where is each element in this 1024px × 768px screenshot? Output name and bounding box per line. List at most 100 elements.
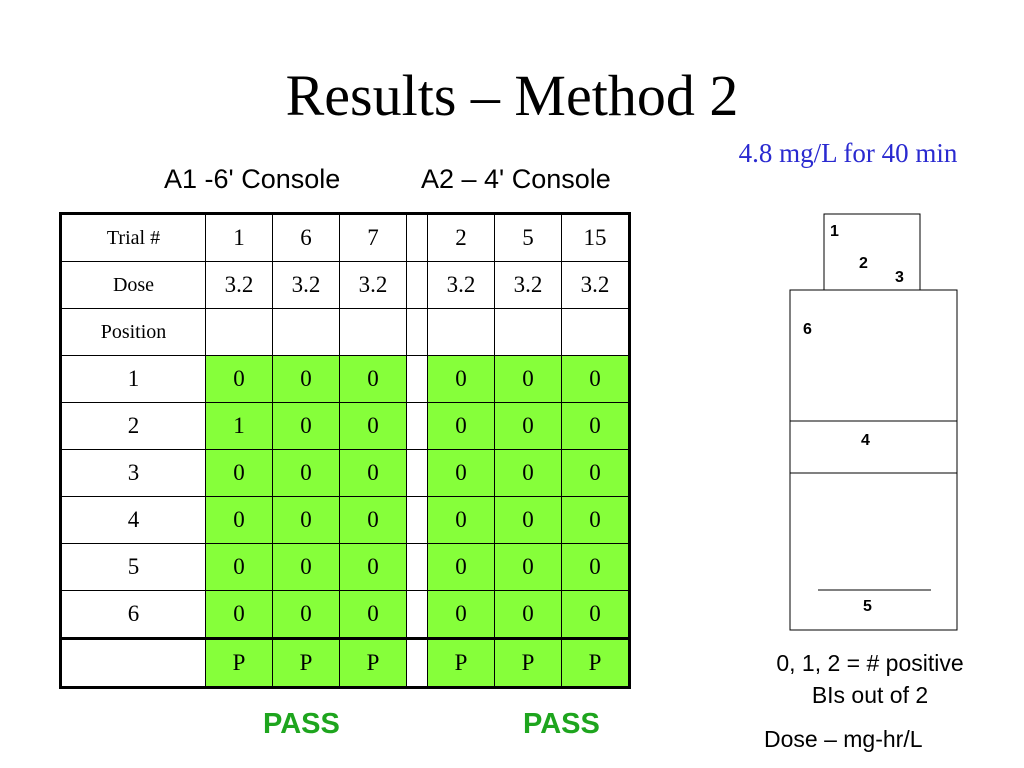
table-cell: 3.2 (272, 261, 340, 309)
table-cell (272, 308, 340, 356)
row-label: 4 (60, 496, 206, 544)
group-separator (406, 402, 428, 450)
table-cell: 5 (494, 213, 562, 262)
table-row-result: P P P P P P (60, 637, 630, 688)
table-cell: 0 (205, 496, 273, 544)
table-cell: 0 (339, 449, 407, 497)
table-cell: 0 (561, 496, 630, 544)
table-cell: 0 (427, 496, 495, 544)
position-label-6: 6 (803, 321, 812, 338)
table-cell (427, 308, 495, 356)
table-cell: 7 (339, 213, 407, 262)
row-label: Trial # (60, 213, 206, 262)
pass-label-a1: PASS (263, 708, 340, 740)
legend-line-1: 0, 1, 2 = # positive (776, 650, 964, 676)
table-cell: 0 (427, 402, 495, 450)
row-label: 6 (60, 590, 206, 639)
table-cell: 0 (494, 543, 562, 591)
position-label-4: 4 (861, 432, 870, 449)
table-cell: 0 (205, 355, 273, 403)
table-cell (561, 308, 630, 356)
table-cell: 0 (272, 355, 340, 403)
table-row-position-4: 4 0 0 0 0 0 0 (60, 496, 630, 544)
table-cell: 0 (339, 355, 407, 403)
table-cell: 0 (339, 496, 407, 544)
table-cell: P (272, 637, 340, 688)
dose-note: 4.8 mg/L for 40 min (738, 138, 958, 168)
table-cell: 3.2 (561, 261, 630, 309)
row-label: Position (60, 308, 206, 356)
table-cell: P (494, 637, 562, 688)
table-cell (339, 308, 407, 356)
table-row-position-5: 5 0 0 0 0 0 0 (60, 543, 630, 591)
table-cell: 0 (272, 402, 340, 450)
table-cell: 0 (494, 496, 562, 544)
table-cell: P (205, 637, 273, 688)
table-cell: 2 (427, 213, 495, 262)
table-cell: 0 (339, 402, 407, 450)
table-cell: 0 (272, 496, 340, 544)
table-cell: 0 (272, 449, 340, 497)
table-cell: 3.2 (339, 261, 407, 309)
group-a1-heading: A1 -6' Console (164, 164, 341, 194)
position-label-3: 3 (895, 269, 904, 286)
group-separator (406, 308, 428, 356)
table-row-position-3: 3 0 0 0 0 0 0 (60, 449, 630, 497)
table-cell: 0 (205, 590, 273, 639)
group-separator (406, 261, 428, 309)
table-cell: 0 (339, 543, 407, 591)
slide-title: Results – Method 2 (285, 63, 739, 128)
pass-label-a2: PASS (523, 708, 600, 740)
table-cell: 1 (205, 402, 273, 450)
table-cell: 6 (272, 213, 340, 262)
table-cell: 0 (427, 449, 495, 497)
table-cell: 0 (494, 590, 562, 639)
table-cell: 1 (205, 213, 273, 262)
table-row-position-2: 2 1 0 0 0 0 0 (60, 402, 630, 450)
group-separator (406, 355, 428, 403)
table-cell: 0 (561, 355, 630, 403)
table-cell: 0 (561, 449, 630, 497)
group-separator (406, 496, 428, 544)
table-cell: 0 (272, 543, 340, 591)
row-label: 1 (60, 355, 206, 403)
position-label-5: 5 (863, 598, 872, 615)
table-cell: 0 (494, 449, 562, 497)
row-label: 2 (60, 402, 206, 450)
table-cell: 0 (494, 402, 562, 450)
table-cell (494, 308, 562, 356)
table-cell: P (427, 637, 495, 688)
table-cell (205, 308, 273, 356)
table-row-dose: Dose 3.2 3.2 3.2 3.2 3.2 3.2 (60, 261, 630, 309)
console-position-diagram: 1 2 3 6 4 5 (789, 213, 958, 631)
dose-unit-note: Dose – mg-hr/L (764, 726, 923, 752)
table-cell: P (561, 637, 630, 688)
table-cell: 0 (339, 590, 407, 639)
row-label: 3 (60, 449, 206, 497)
table-cell: 3.2 (494, 261, 562, 309)
group-separator (406, 449, 428, 497)
position-label-2: 2 (859, 255, 868, 272)
row-label: 5 (60, 543, 206, 591)
row-label (60, 637, 206, 688)
table-cell: 0 (205, 449, 273, 497)
row-label: Dose (60, 261, 206, 309)
table-cell: 3.2 (427, 261, 495, 309)
group-separator (406, 637, 428, 688)
group-a2-heading: A2 – 4' Console (421, 164, 611, 194)
table-cell: 0 (561, 543, 630, 591)
position-label-1: 1 (830, 223, 839, 240)
lower-compartment (789, 289, 958, 631)
table-cell: 0 (272, 590, 340, 639)
table-cell: 0 (427, 590, 495, 639)
table-cell: 0 (427, 543, 495, 591)
table-cell: 0 (561, 402, 630, 450)
group-separator (406, 213, 428, 262)
table-row-position: Position (60, 308, 630, 356)
table-row-position-1: 1 0 0 0 0 0 0 (60, 355, 630, 403)
table-cell: 15 (561, 213, 630, 262)
results-table: Trial # 1 6 7 2 5 15 Dose 3.2 3.2 3.2 3.… (59, 212, 631, 689)
table-row-position-6: 6 0 0 0 0 0 0 (60, 590, 630, 639)
group-separator (406, 590, 428, 639)
table-cell: 0 (561, 590, 630, 639)
